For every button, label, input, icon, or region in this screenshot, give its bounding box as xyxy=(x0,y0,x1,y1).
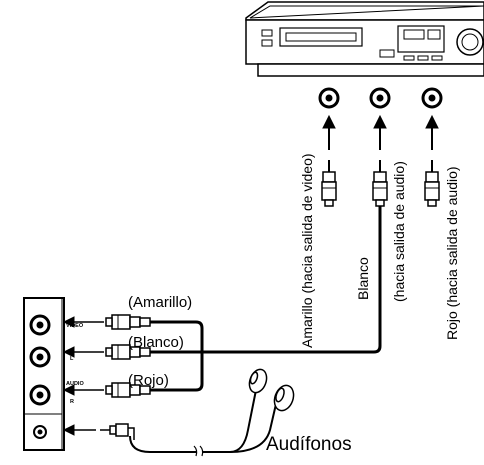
panel-label-l: L xyxy=(70,356,74,362)
input-jack-audio-left[interactable] xyxy=(29,346,51,368)
arrow-up-icon xyxy=(322,114,336,150)
arrow-left-icon xyxy=(62,316,104,328)
rca-plug-red-left xyxy=(105,382,151,398)
arrow-left-icon xyxy=(62,384,104,396)
label-rojo-in: (Rojo) xyxy=(128,372,169,389)
earbud-left xyxy=(248,368,268,394)
headphone-plug xyxy=(100,423,135,440)
panel-label-video: VIDEO xyxy=(66,323,84,329)
label-blanco-word: Blanco xyxy=(355,257,371,300)
cable-bundle xyxy=(150,206,382,392)
arrow-up-icon xyxy=(425,114,439,150)
earbud-right xyxy=(273,384,295,412)
input-jack-audio-right[interactable] xyxy=(29,384,51,406)
video-player-device xyxy=(245,1,484,77)
panel-label-r: R xyxy=(70,399,74,405)
rca-plug-red-top xyxy=(424,160,440,207)
rca-plug-white-left xyxy=(105,344,151,360)
label-amarillo-out: Amarillo (hacia salida de video) xyxy=(299,153,315,348)
label-rojo-out: Rojo (hacia salida de audio) xyxy=(444,166,460,340)
rca-plug-white-top xyxy=(372,160,388,207)
label-blanco-out: (hacia salida de audio) xyxy=(391,161,407,302)
arrow-left-icon xyxy=(62,424,96,436)
arrow-up-icon xyxy=(373,114,387,150)
rca-plug-yellow-left xyxy=(105,314,151,330)
panel-label-audio: AUDIO xyxy=(66,381,84,387)
arrow-left-icon xyxy=(62,346,104,358)
label-blanco-in: (Blanco) xyxy=(128,334,184,351)
output-jack-video[interactable] xyxy=(318,87,340,109)
output-jack-audio-left[interactable] xyxy=(369,87,391,109)
output-jack-audio-right[interactable] xyxy=(421,87,443,109)
headphone-cable xyxy=(129,389,277,457)
headphone-jack[interactable] xyxy=(33,425,47,439)
label-headphones: Audífonos xyxy=(266,434,352,455)
label-amarillo-in: (Amarillo) xyxy=(128,294,192,311)
input-jack-video[interactable] xyxy=(29,314,51,336)
rca-plug-yellow-top xyxy=(321,160,337,207)
